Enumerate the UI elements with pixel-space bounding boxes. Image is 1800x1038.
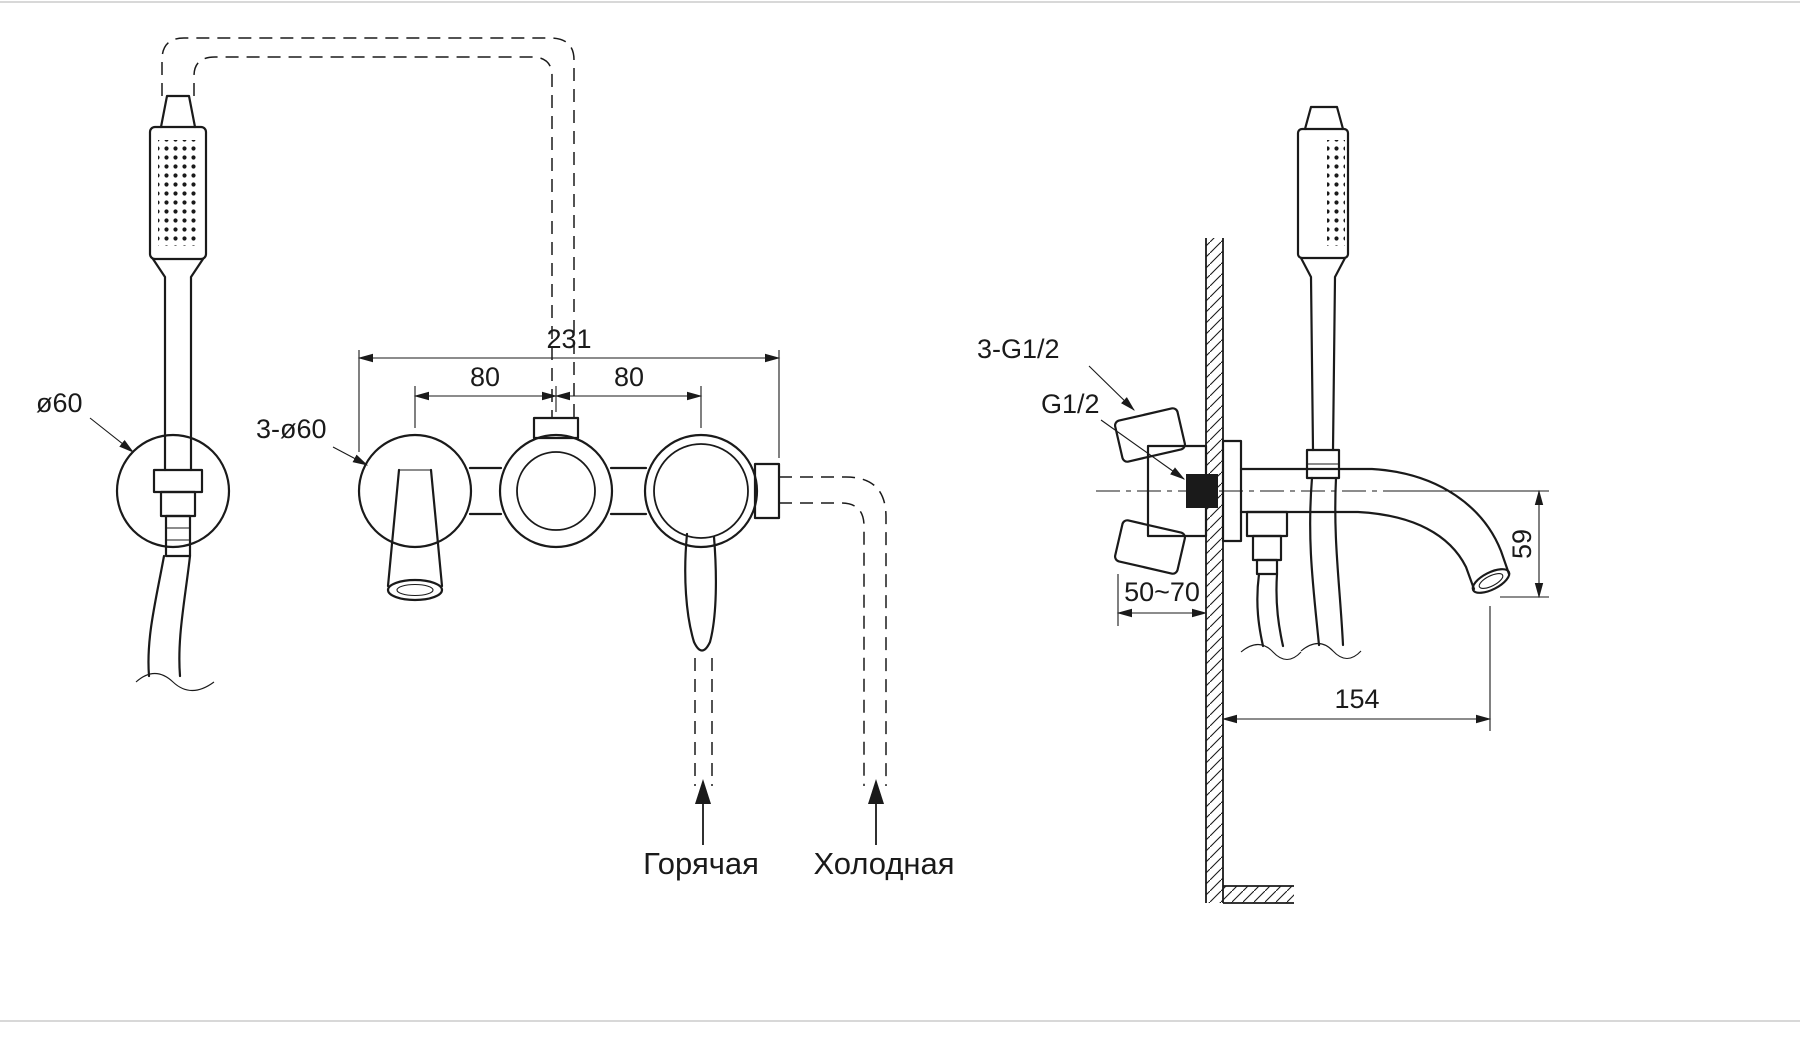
leader-thread-connections <box>1088 365 1135 411</box>
lever-handle <box>684 532 717 652</box>
cold-arrow-head <box>868 779 884 804</box>
wall-outlet-port <box>1186 474 1218 508</box>
side-view-dimensions: 50~70 59 154 <box>1116 489 1549 731</box>
hose-outlet-nut <box>1255 558 1279 576</box>
handshower-head <box>148 125 208 261</box>
wall-bracket-escutcheon <box>115 433 231 549</box>
wall-hatch <box>1206 238 1223 903</box>
handshower-outline <box>147 94 205 678</box>
hose-outlet-cone <box>1251 534 1283 562</box>
dim-spacing-left: 80 <box>470 362 500 392</box>
dim-spout-reach: 154 <box>1334 684 1379 714</box>
hose-nut <box>164 514 192 558</box>
mixer-body-bars <box>468 466 648 516</box>
bracket-details <box>135 527 215 692</box>
handshower-side-outline <box>1299 105 1347 452</box>
spray-holes-side <box>1327 140 1345 246</box>
spout-escutcheon <box>357 433 473 549</box>
spout-opening <box>386 578 444 602</box>
spout-front <box>386 468 444 588</box>
hose-routing-dashed <box>161 37 575 417</box>
label-outlet-thread: G1/2 <box>1041 389 1100 419</box>
handshower-side-head <box>1296 127 1350 260</box>
side-outlet <box>753 462 781 520</box>
supply-arrows: Горячая Холодная <box>643 779 955 881</box>
spout-side <box>1239 467 1511 591</box>
label-hot-supply: Горячая <box>643 846 759 881</box>
leader-outlet-thread <box>1100 419 1186 480</box>
escutcheon-side <box>1221 439 1243 543</box>
extension-lines-front <box>358 350 780 458</box>
spout-tip-bore <box>1478 573 1504 589</box>
extension-lines-side <box>1117 490 1549 731</box>
side-view: 3-G1/2 G1/2 <box>977 105 1511 904</box>
leader-shower-diameter <box>89 417 135 453</box>
supply-pipes-dashed <box>694 476 887 786</box>
label-thread-connections: 3-G1/2 <box>977 334 1060 364</box>
front-view-dimensions: 231 80 80 ø60 3-ø60 <box>36 324 781 466</box>
handle-base <box>653 443 749 539</box>
handle-escutcheon <box>643 433 759 549</box>
side-details <box>1240 463 1362 661</box>
label-cold-supply: Холодная <box>813 846 954 881</box>
hoses-side <box>1256 476 1345 648</box>
front-view-mixer <box>357 416 887 786</box>
bracket-cone <box>159 490 197 518</box>
inlet-valve-bottom <box>1113 519 1187 575</box>
leader-escutcheon-diameter <box>332 446 369 466</box>
bracket-clamp <box>152 468 204 494</box>
label-shower-diameter: ø60 <box>36 388 83 418</box>
inlet-valve-top <box>1113 407 1187 463</box>
shower-outlet-connector <box>532 416 580 440</box>
spout-bore <box>396 583 434 597</box>
dim-spout-height: 59 <box>1507 529 1537 559</box>
dim-wall-depth: 50~70 <box>1124 577 1200 607</box>
dim-total-width: 231 <box>546 324 591 354</box>
dim-spacing-right: 80 <box>614 362 644 392</box>
hose-outlet-body <box>1245 510 1289 538</box>
hot-arrow-head <box>695 779 711 804</box>
floor-hatch <box>1223 886 1294 903</box>
front-view-hand-shower <box>115 37 575 692</box>
wall-section-lines <box>1205 238 1294 904</box>
spout-tip-opening <box>1471 568 1511 594</box>
spray-holes <box>158 140 199 246</box>
label-escutcheon-diameter: 3-ø60 <box>256 414 327 444</box>
outlet-escutcheon <box>498 433 614 549</box>
outlet-fitting <box>516 451 596 531</box>
